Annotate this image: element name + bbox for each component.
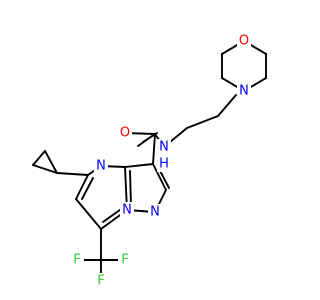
bond (81, 177, 94, 200)
o-amide-label: O (120, 126, 130, 141)
atom-label-background (94, 158, 108, 174)
atom-label-background (118, 125, 132, 141)
atom-label-background (157, 139, 171, 155)
bond (75, 174, 89, 200)
o-morph-atom: O (237, 33, 251, 49)
bond (124, 163, 154, 168)
bond-layer (32, 40, 267, 279)
f-bottom-atom: F (94, 273, 108, 289)
nh-amide-label: N (159, 140, 169, 155)
atom-label-background (237, 33, 251, 49)
n-morph-atom: N (237, 83, 251, 99)
bond (152, 133, 156, 165)
bond (32, 164, 58, 174)
bond (75, 198, 102, 230)
f-right-label: F (121, 253, 128, 268)
atom-label-background (70, 252, 84, 268)
h-amide-atom: H (157, 156, 171, 172)
n-pyrazole-label: N (150, 205, 160, 220)
bond (56, 172, 89, 176)
bond (186, 115, 219, 129)
n-pyrazole-atom: N (148, 204, 162, 220)
n-morph-label: N (239, 84, 249, 99)
bond (129, 170, 132, 207)
o-morph-label: O (239, 34, 249, 49)
f-bottom-label: F (97, 274, 104, 289)
h-amide-label: H (159, 157, 169, 172)
atom-label-background (118, 252, 132, 268)
n-bridge-atom: N (120, 202, 134, 218)
f-right-atom: F (118, 252, 132, 268)
atom-label-background (237, 83, 251, 99)
bond (32, 150, 46, 166)
o-amide-atom: O (118, 125, 132, 141)
n-pyrimidine-atom: N (94, 158, 108, 174)
nh-amide-atom: N (157, 139, 171, 155)
bond (217, 94, 237, 117)
atom-label-background (148, 204, 162, 220)
bond (152, 163, 167, 191)
n-bridge-label: N (122, 203, 132, 218)
bond (44, 150, 58, 174)
n-pyrimidine-label: N (96, 159, 106, 174)
f-left-label: F (73, 253, 80, 268)
f-left-atom: F (70, 252, 84, 268)
atom-label-background (94, 273, 108, 289)
atom-label-background (157, 156, 171, 172)
atom-label-background (120, 202, 134, 218)
